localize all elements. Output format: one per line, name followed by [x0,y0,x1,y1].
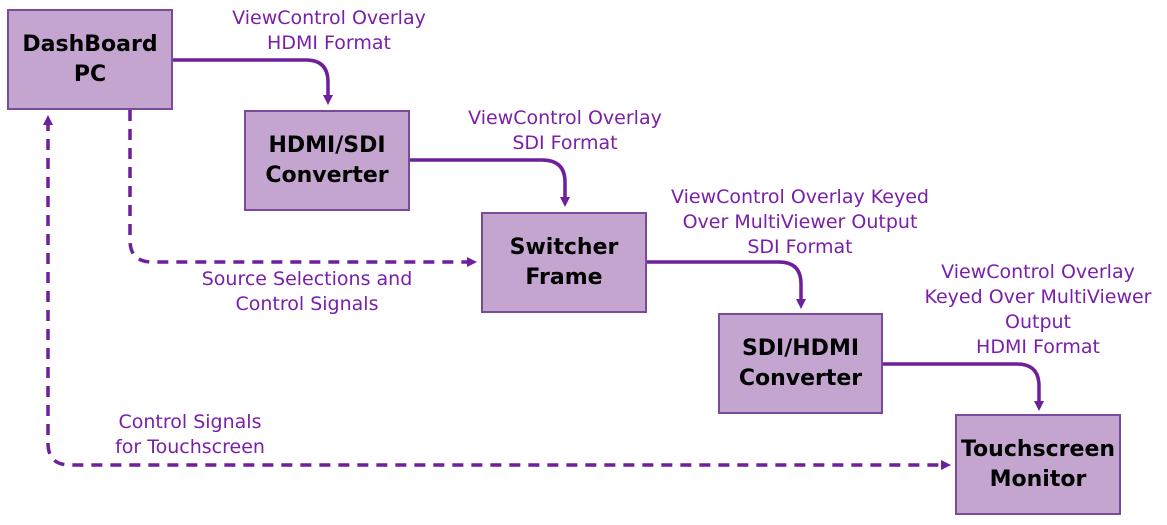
dashboard-pc-box: DashBoard PC [7,9,173,110]
arrow-switcher-to-sdi-hdmi [647,260,806,309]
label-source-selections: Source Selections and Control Signals [201,268,413,315]
label-overlay-keyed-hdmi-format: ViewControl Overlay Keyed Over MultiView… [924,261,1152,358]
arrow-hdmi-sdi-to-switcher [410,158,570,207]
label-overlay-sdi-format: ViewControl Overlay SDI Format [468,107,662,154]
hdmi-sdi-converter-box: HDMI/SDI Converter [244,110,410,211]
label-touchscreen-control-signals: Control Signals for Touchscreen [115,411,265,458]
dashed-arrow-pc-touchscreen [43,115,951,470]
label-overlay-hdmi-format: ViewControl Overlay HDMI Format [232,7,426,54]
arrow-sdi-hdmi-to-monitor [883,362,1044,411]
sdi-hdmi-converter-box: SDI/HDMI Converter [718,313,883,414]
label-overlay-keyed-sdi-format: ViewControl Overlay Keyed Over MultiView… [671,186,929,258]
switcher-frame-box: Switcher Frame [481,212,647,313]
arrow-pc-to-hdmi-sdi [173,58,333,105]
touchscreen-monitor-box: Touchscreen Monitor [955,414,1121,515]
